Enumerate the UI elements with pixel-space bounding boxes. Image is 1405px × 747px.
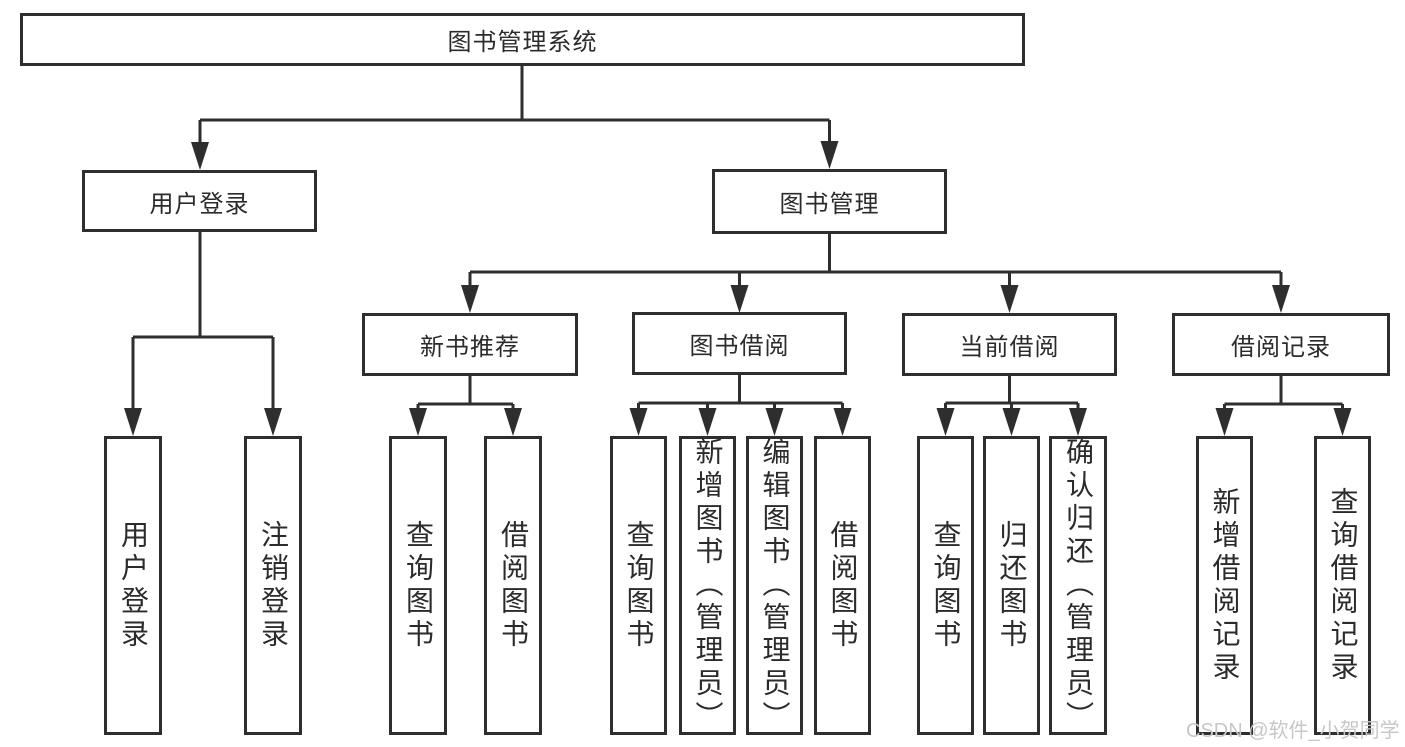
node-book-borrow: 图书借阅 (632, 312, 847, 375)
node-query-borrow-record: 查询借阅记录 (1314, 436, 1371, 735)
node-label: 借阅图书 (827, 519, 859, 652)
node-label: 新增借阅记录 (1209, 486, 1241, 685)
node-label: 查询图书 (623, 519, 655, 652)
arrow-down-icon (730, 285, 749, 313)
arrow-down-icon (629, 408, 648, 436)
wire-book-borrow (629, 375, 852, 436)
node-label: 新增图书（管理员） (692, 437, 724, 734)
node-label: 归还图书 (996, 519, 1028, 652)
node-book-management: 图书管理 (712, 169, 947, 234)
arrow-down-icon (1215, 408, 1234, 436)
node-confirm-return-admin: 确认归还（管理员） (1049, 436, 1107, 735)
node-library-management-system: 图书管理系统 (20, 13, 1025, 66)
arrow-down-icon (698, 408, 717, 436)
arrow-down-icon (1000, 285, 1019, 313)
wire-root (191, 66, 839, 170)
node-label: 借阅图书 (498, 519, 529, 652)
arrow-down-icon (1069, 408, 1087, 436)
arrow-down-icon (1002, 408, 1021, 436)
wire-book-management (461, 234, 1290, 313)
arrow-down-icon (124, 408, 142, 436)
node-current-borrow: 当前借阅 (902, 313, 1117, 376)
csdn-watermark: CSDN @软件_小贺同学 (1186, 720, 1400, 742)
arrow-down-icon (504, 408, 522, 436)
node-add-borrow-record: 新增借阅记录 (1196, 436, 1253, 735)
arrow-down-icon (833, 408, 852, 436)
node-label: 确认归还（管理员） (1063, 437, 1094, 734)
arrow-down-icon (409, 408, 427, 436)
node-logout: 注销登录 (244, 436, 302, 735)
arrow-down-icon (191, 142, 209, 170)
node-label: 用户登录 (118, 519, 149, 652)
node-query-books: 查询图书 (610, 436, 667, 735)
arrow-down-icon (461, 285, 479, 313)
node-label: 编辑图书（管理员） (759, 437, 791, 734)
node-label: 查询图书 (403, 519, 434, 652)
node-query-books: 查询图书 (917, 436, 974, 735)
node-return-books: 归还图书 (983, 436, 1040, 735)
node-user-login-leaf: 用户登录 (104, 436, 162, 735)
node-borrow-records: 借阅记录 (1172, 313, 1390, 376)
node-user-login: 用户登录 (82, 170, 317, 232)
arrow-down-icon (1333, 408, 1352, 436)
arrow-down-icon (264, 408, 282, 436)
node-new-book-recommend: 新书推荐 (362, 313, 578, 376)
node-edit-book-admin: 编辑图书（管理员） (746, 436, 803, 735)
node-borrow-books: 借阅图书 (484, 436, 542, 735)
arrow-down-icon (820, 141, 839, 169)
node-label: 注销登录 (258, 519, 289, 652)
arrow-down-icon (765, 408, 784, 436)
node-add-book-admin: 新增图书（管理员） (679, 436, 736, 735)
arrow-down-icon (1272, 285, 1290, 313)
wire-user-login (124, 232, 282, 436)
node-query-books: 查询图书 (389, 436, 447, 735)
node-label: 查询图书 (930, 519, 962, 652)
wire-new-book-recommend (409, 376, 522, 436)
arrow-down-icon (936, 408, 955, 436)
node-label: 查询借阅记录 (1327, 486, 1359, 685)
wire-borrow-records (1215, 376, 1352, 436)
wire-current-borrow (936, 376, 1087, 436)
node-borrow-books: 借阅图书 (814, 436, 871, 735)
